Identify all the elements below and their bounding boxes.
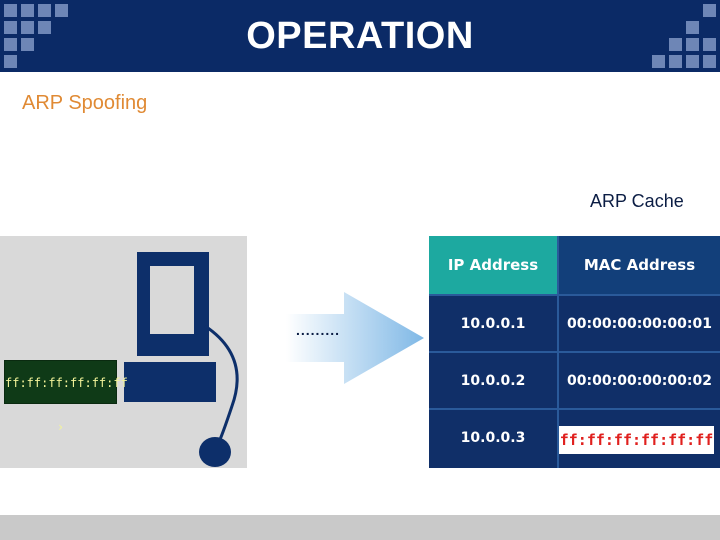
- spoofed-mac-entry: ff:ff:ff:ff:ff:ff: [559, 426, 714, 454]
- table-row-1-mac: 00:00:00:00:00:01: [559, 296, 720, 352]
- mac-address-header: MAC Address: [559, 236, 720, 294]
- attacker-mac-tag: ff:ff:ff:ff:ff:ff ›: [4, 360, 117, 404]
- title-bar: OPERATION: [0, 0, 720, 72]
- table-row-1-ip: 10.0.0.1: [429, 296, 557, 352]
- computer-icon: [0, 236, 247, 468]
- transmission-dots: .........: [296, 322, 340, 338]
- slide-subtitle: ARP Spoofing: [22, 92, 147, 115]
- arrow-right-icon: [286, 290, 426, 390]
- table-row-3-ip: 10.0.0.3: [429, 410, 557, 466]
- attacker-computer-panel: [0, 236, 247, 468]
- arp-cache-label: ARP Cache: [590, 191, 684, 212]
- slide-title: OPERATION: [0, 15, 720, 58]
- footer-bar: [0, 515, 720, 540]
- attacker-mac-label: ff:ff:ff:ff:ff:ff: [5, 376, 128, 390]
- table-row-2-mac: 00:00:00:00:00:02: [559, 353, 720, 409]
- ip-address-header: IP Address: [429, 236, 557, 294]
- arrow-right-icon: ›: [57, 420, 64, 434]
- table-row-2-ip: 10.0.0.2: [429, 353, 557, 409]
